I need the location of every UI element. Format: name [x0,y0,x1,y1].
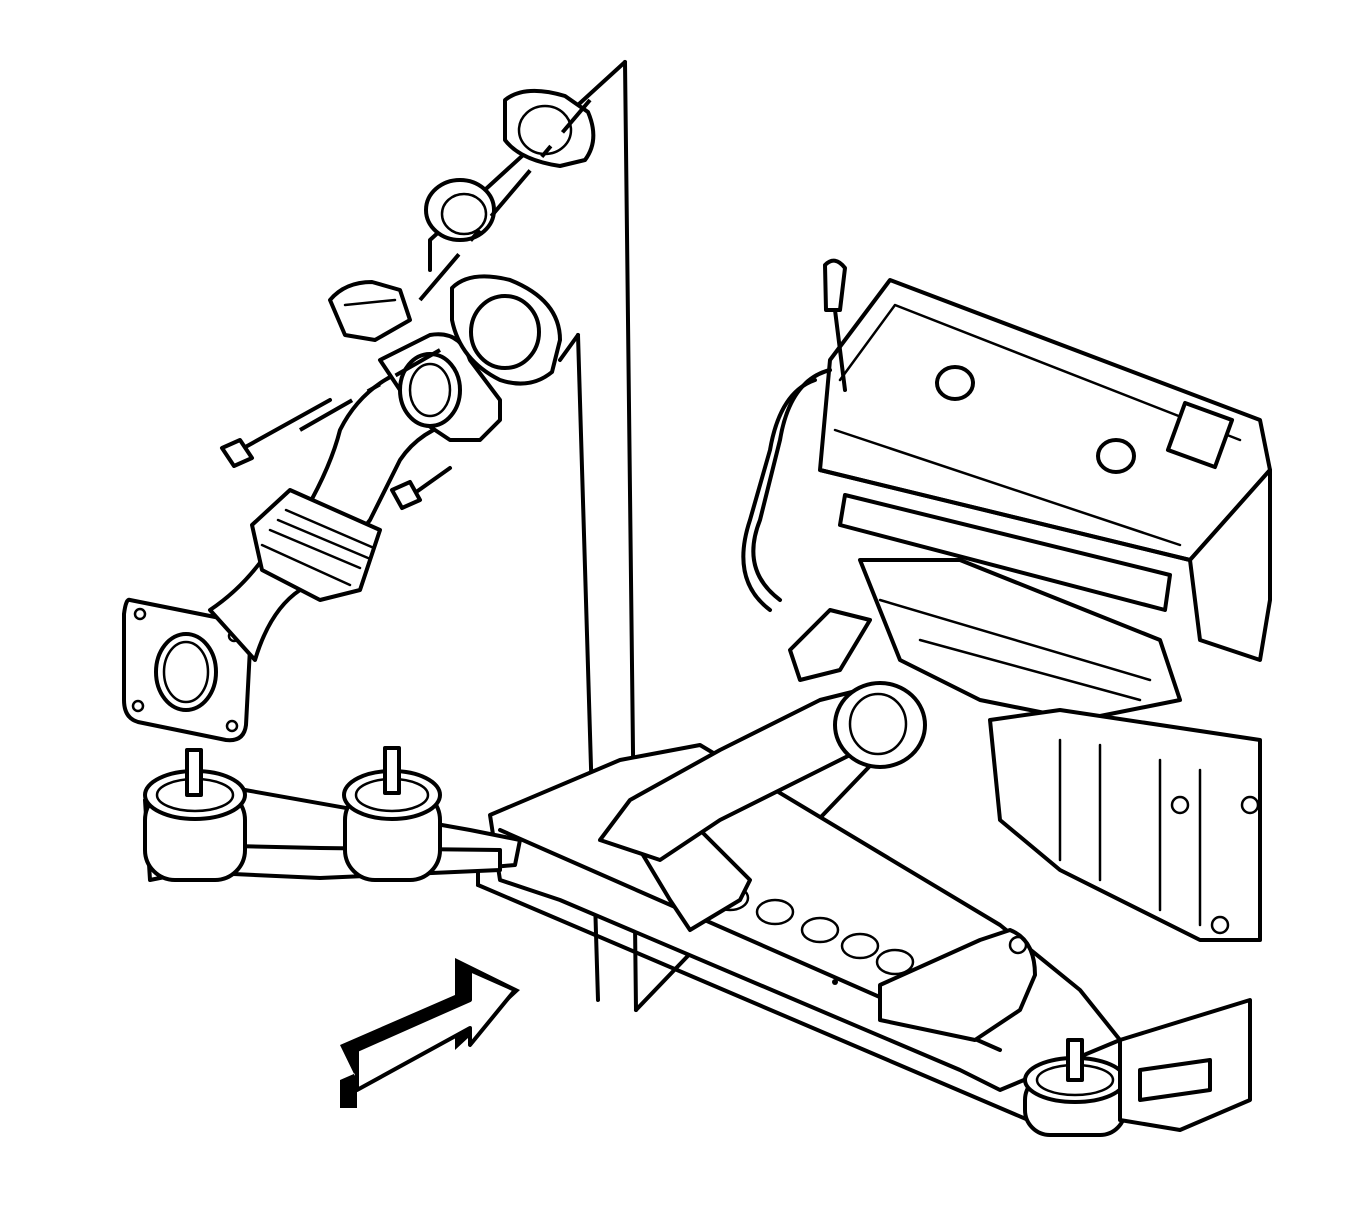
catalytic-converter-pipe [598,608,927,862]
flex-coupling [250,488,382,602]
bolt-lower [390,466,452,510]
gasket-ring [424,178,496,242]
bolt-upper [220,348,441,468]
exhaust-pipe [122,280,502,743]
view-direction-arrow-icon [340,958,520,1108]
engine-assembly [741,258,1272,942]
bushing-left [143,748,247,882]
exhaust-manifold-right [858,558,1182,722]
gasket-large [450,274,562,386]
oil-pan [988,708,1262,942]
bushing-middle [342,746,442,882]
flange-opening [154,632,218,712]
gasket-top [503,88,596,168]
bushing-right [1023,1038,1127,1137]
control-arm-right [1118,998,1252,1132]
